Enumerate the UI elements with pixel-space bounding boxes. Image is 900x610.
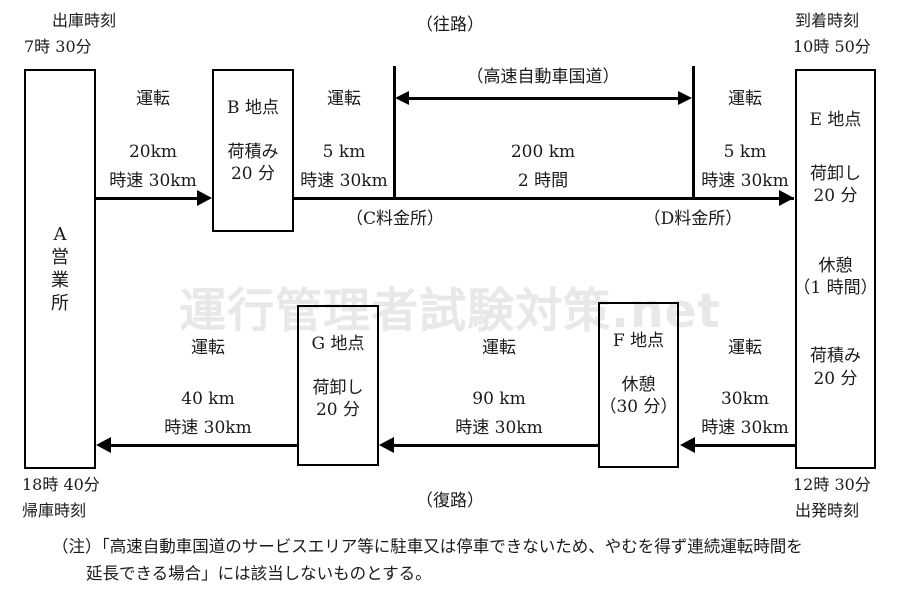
box-point-e: E 地点 荷卸し 20 分 休憩 （1 時間） 荷積み 20 分: [793, 69, 878, 469]
outbound-leg-0-distance: 20km: [128, 142, 178, 162]
box-point-g: G 地点 荷卸し 20 分: [297, 305, 379, 466]
depot-name-char-2: 業: [51, 270, 69, 291]
point-g-duration: 20 分: [315, 400, 361, 421]
point-b-duration: 20 分: [230, 164, 276, 185]
point-e-name: E 地点: [809, 110, 862, 130]
inbound-arrow-to-depot: [96, 437, 111, 453]
outbound-arrow-to-e: [779, 190, 794, 206]
outbound-leg-1-mode: 運転: [327, 89, 361, 109]
inbound-leg-2-distance: 40 km: [181, 389, 235, 409]
inbound-title: （復路）: [416, 491, 484, 511]
depot-name-char-1: 営: [51, 246, 69, 268]
inbound-leg-1-mode: 運転: [482, 338, 516, 358]
outbound-leg-0-speed: 時速 30km: [109, 171, 197, 191]
toll-gate-d-label: （D料金所）: [643, 209, 743, 229]
point-e-arrive-label: 到着時刻: [795, 11, 860, 30]
inbound-line-g-a: [111, 444, 297, 447]
outbound-title: （往路）: [416, 15, 484, 35]
point-f-action: 休憩: [621, 375, 656, 396]
outbound-leg-1-speed: 時速 30km: [300, 171, 388, 191]
depot-depart-label: 出庫時刻: [51, 11, 116, 30]
outbound-leg-3-distance: 5 km: [723, 142, 767, 162]
outbound-line-b-e: [294, 197, 794, 200]
inbound-leg-1-speed: 時速 30km: [455, 418, 543, 438]
outbound-leg-0-mode: 運転: [136, 89, 170, 109]
depot-name-char-3: 所: [51, 293, 69, 315]
toll-gate-d-line: [692, 66, 695, 200]
inbound-leg-0-distance: 30km: [720, 389, 770, 409]
point-f-duration: （30 分）: [599, 397, 678, 418]
point-e-load-time: 20 分: [813, 368, 858, 389]
point-e-unload-time: 20 分: [813, 186, 858, 207]
highway-span-arrow-left: [395, 91, 409, 105]
inbound-leg-1-distance: 90 km: [472, 389, 526, 409]
box-depot-a: A 営 業 所: [24, 69, 96, 469]
point-e-unload-title: 荷卸し: [810, 164, 861, 185]
inbound-leg-0-mode: 運転: [728, 338, 762, 358]
highway-span-arrow-right: [678, 91, 692, 105]
inbound-arrow-to-f: [680, 437, 695, 453]
outbound-leg-3-mode: 運転: [728, 89, 762, 109]
inbound-leg-2-speed: 時速 30km: [164, 418, 252, 438]
point-f-name: F 地点: [612, 331, 665, 351]
outbound-arrow-to-b: [197, 190, 212, 206]
footnote: （注）「高速自動車国道のサービスエリア等に駐車又は停車できないため、やむを得ず連…: [52, 534, 882, 587]
outbound-leg-1-distance: 5 km: [322, 142, 366, 162]
depot-depart-time: 7時 30分: [24, 37, 92, 56]
watermark: 運行管理者試験対策.net: [179, 284, 721, 339]
outbound-leg-3-speed: 時速 30km: [701, 171, 789, 191]
depot-return-label: 帰庫時刻: [22, 501, 87, 520]
outbound-leg-2-distance: 200 km: [510, 142, 576, 162]
highway-span-line: [408, 97, 680, 100]
outbound-leg-2-time: 2 時間: [517, 171, 569, 191]
inbound-line-e-f: [695, 444, 795, 447]
inbound-line-f-g: [394, 444, 598, 447]
highway-label: （高速自動車国道）: [466, 67, 620, 87]
depot-name-char-0: A: [53, 223, 67, 245]
depot-name-vertical: A 営 業 所: [51, 223, 69, 315]
depot-return-time: 18時 40分: [22, 475, 100, 494]
toll-gate-c-line: [393, 66, 396, 200]
footnote-line-1: （注）「高速自動車国道のサービスエリア等に駐車又は停車できないため、やむを得ず連…: [52, 537, 803, 556]
box-point-b: B 地点 荷積み 20 分: [212, 69, 294, 232]
toll-gate-c-label: （C料金所）: [345, 209, 444, 229]
point-b-name: B 地点: [227, 98, 279, 118]
box-point-f: F 地点 休憩 （30 分）: [598, 302, 679, 468]
point-g-name: G 地点: [311, 334, 365, 354]
point-e-arrive-time: 10時 50分: [793, 37, 871, 56]
point-e-rest-title: 休憩: [818, 256, 853, 277]
point-e-depart-label: 出発時刻: [795, 501, 860, 520]
point-g-action: 荷卸し: [312, 378, 364, 399]
point-e-depart-time: 12時 30分: [793, 475, 871, 494]
outbound-line-a-b: [96, 197, 198, 200]
inbound-arrow-to-g: [379, 437, 394, 453]
inbound-leg-2-mode: 運転: [191, 338, 225, 358]
inbound-leg-0-speed: 時速 30km: [701, 418, 789, 438]
point-e-rest-time: （1 時間）: [793, 278, 878, 299]
point-e-load-title: 荷積み: [810, 346, 861, 367]
point-b-action: 荷積み: [227, 142, 279, 163]
footnote-line-2: 延長できる場合」には該当しないものとする。: [86, 563, 432, 583]
